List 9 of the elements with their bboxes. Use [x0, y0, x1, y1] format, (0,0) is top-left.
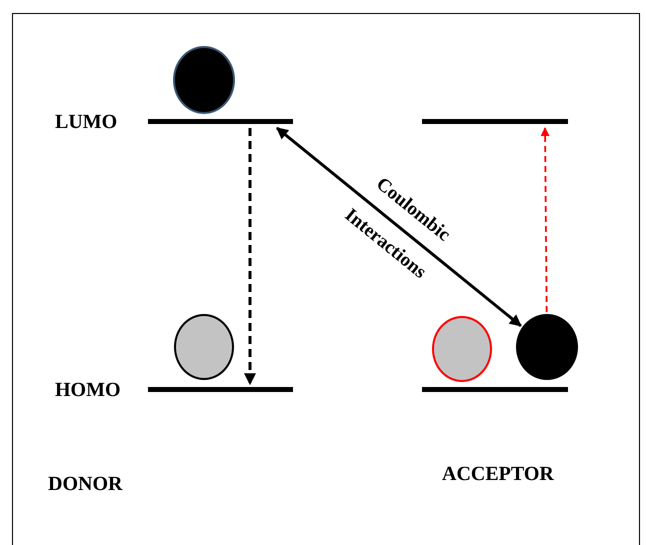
- level-label: HOMO: [55, 378, 121, 402]
- energy-level-bar: [422, 387, 568, 392]
- double-arrow: [276, 126, 522, 327]
- arrow: [540, 127, 550, 312]
- energy-level-bar: [422, 119, 568, 124]
- side-label: DONOR: [48, 472, 122, 496]
- side-label: ACCEPTOR: [442, 462, 554, 486]
- level-label: LUMO: [55, 110, 118, 134]
- arrow: [244, 128, 256, 386]
